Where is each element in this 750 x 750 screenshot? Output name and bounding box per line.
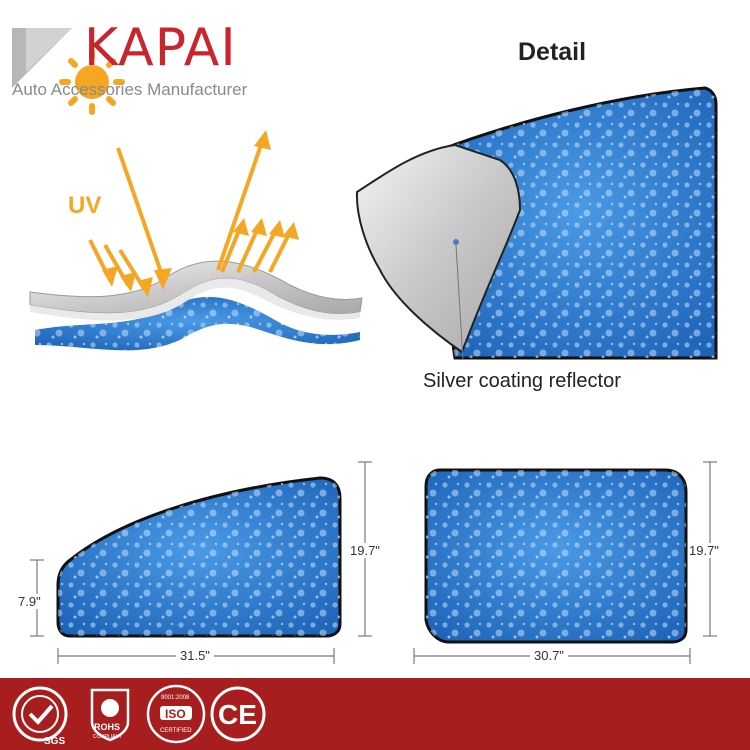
rohs-sub-text: COMPLIANT [93,734,122,740]
iso-sub-text: CERTIFIED [160,728,192,734]
left-height-label: 19.7" [349,543,381,558]
detail-shade-sample [355,86,718,361]
reflector-label: Silver coating reflector [423,370,621,392]
uv-arrows [88,130,299,297]
side-window-shade-right [424,468,688,644]
certification-logos: SGS ROHS COMPLIANT ISO 9001:2008 CERTIFI… [12,684,266,747]
right-height-label: 19.7" [688,543,720,558]
left-small-height-label: 7.9" [18,594,41,609]
brand-name: KAPAI [84,18,237,78]
ce-badge: CE [210,686,266,742]
right-width-label: 30.7" [530,648,568,663]
certification-bar: SGS ROHS COMPLIANT ISO 9001:2008 CERTIFI… [0,678,750,750]
iso-top-text: 9001:2008 [161,695,190,701]
brand-tagline: Auto Accessories Manufacturer [12,80,248,99]
logo-mark [12,28,125,115]
sgs-text: SGS [44,736,65,747]
left-width-label: 31.5" [176,648,214,663]
uv-label: UV [68,192,102,219]
side-window-shade-left [56,476,342,638]
sgs-badge: SGS [12,686,68,747]
ce-text: CE [218,699,257,730]
rohs-text: ROHS [94,722,120,732]
iso-badge: ISO 9001:2008 CERTIFIED [146,684,206,744]
iso-text: ISO [165,707,186,721]
rohs-badge: ROHS COMPLIANT [90,688,130,742]
detail-title: Detail [518,38,587,66]
material-layers [29,260,363,351]
